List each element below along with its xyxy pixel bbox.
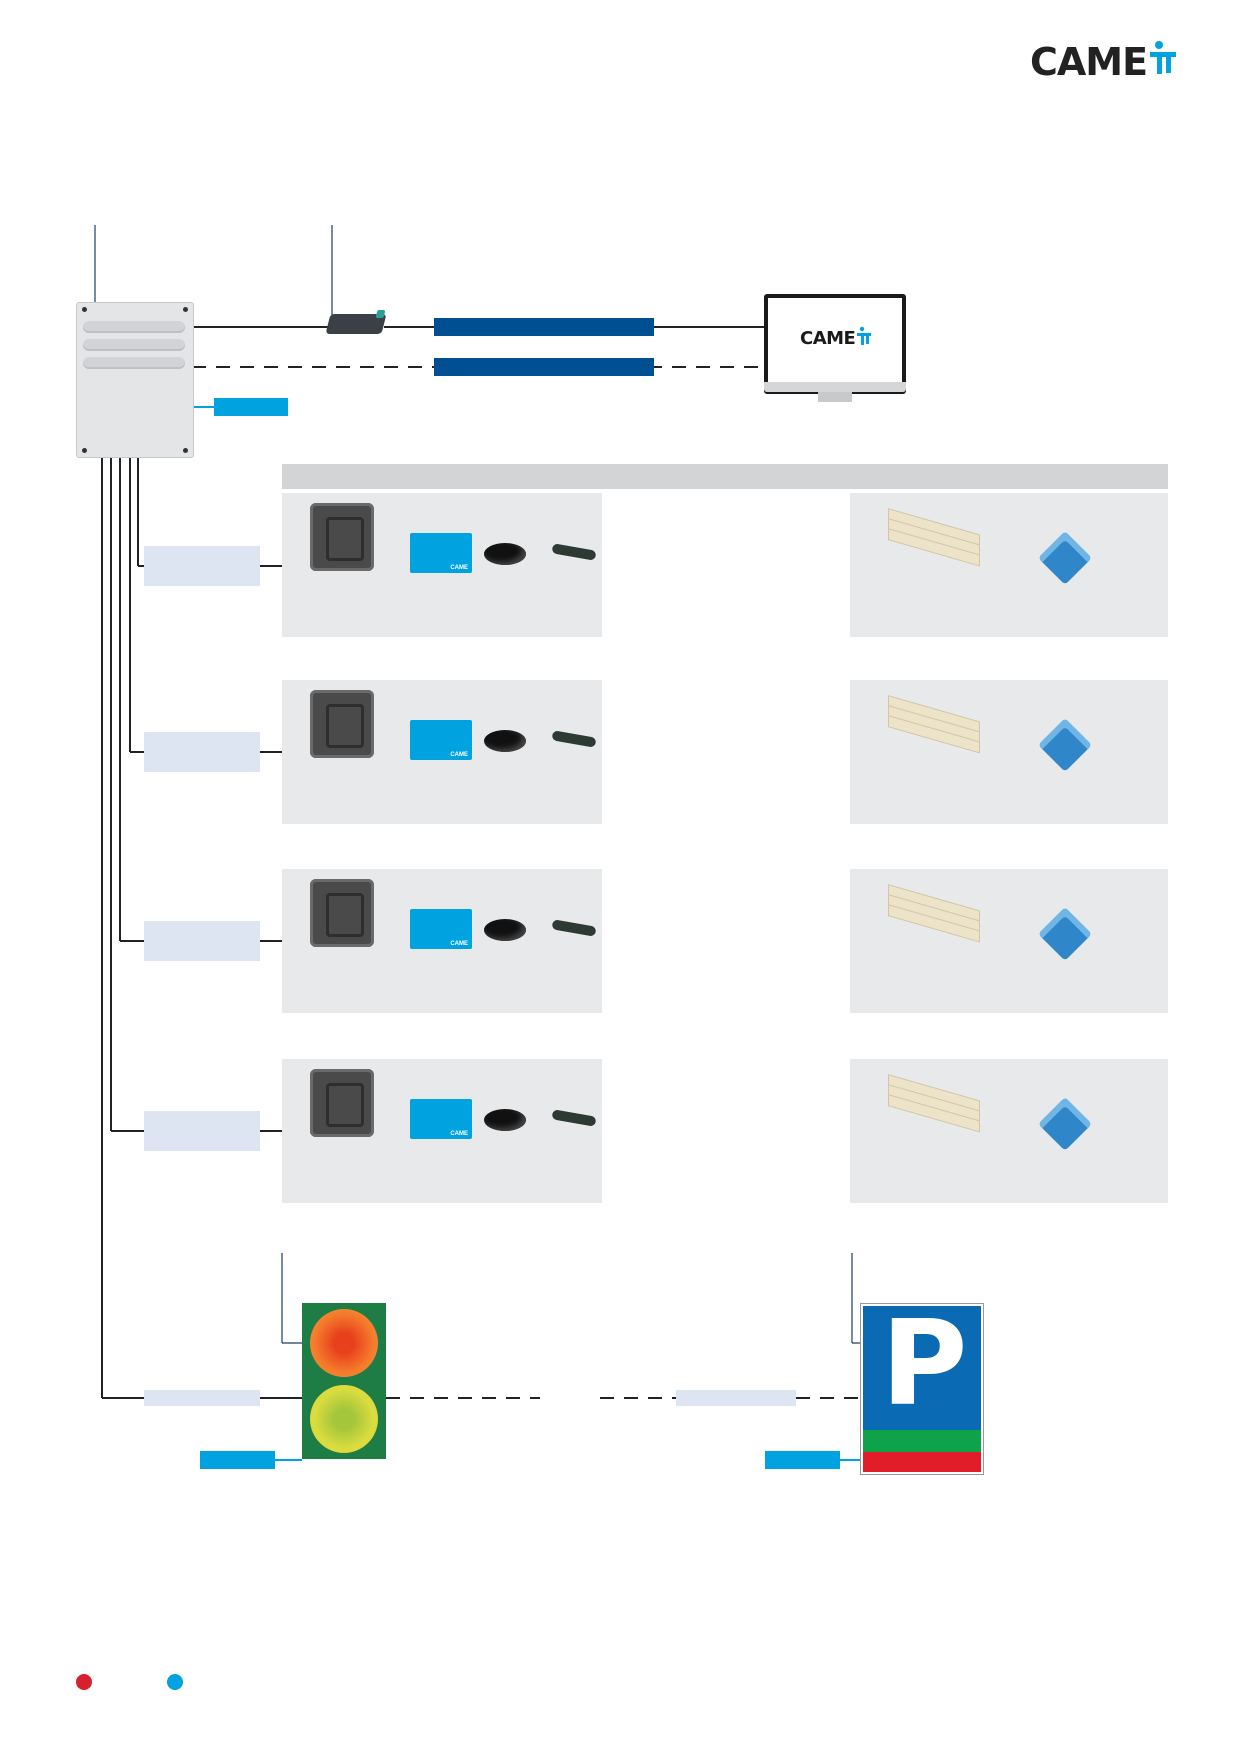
proximity-card: CAME <box>410 1099 472 1139</box>
proximity-card: CAME <box>410 533 472 573</box>
ticket-panel-4 <box>850 1059 1168 1203</box>
proximity-reader <box>310 1069 374 1137</box>
reader-panel-4: CAME <box>282 1059 602 1203</box>
parking-sign-green-band <box>863 1430 981 1452</box>
management-pc-monitor: CAME <box>764 294 906 394</box>
brand-logo: CAME <box>1030 40 1148 84</box>
ticket-panel-3 <box>850 869 1168 1013</box>
reader-label-box-3 <box>144 921 260 961</box>
ticket-stack <box>888 884 980 943</box>
keyfob <box>551 1109 597 1127</box>
parking-sign-blue-tag <box>765 1451 840 1469</box>
traffic-light-red-lamp <box>310 1309 378 1377</box>
reader-panel-2: CAME <box>282 680 602 824</box>
traffic-light-blue-tag <box>200 1451 275 1469</box>
section-header-strip <box>282 464 1168 489</box>
network-bar-serial <box>434 358 654 376</box>
ticket-stack <box>888 695 980 754</box>
keyfob <box>551 919 597 937</box>
proximity-tag <box>484 919 526 941</box>
proximity-card: CAME <box>410 720 472 760</box>
monitor-logo-text: CAME <box>800 328 856 349</box>
reader-label-box-4 <box>144 1111 260 1151</box>
ticket-panel-1 <box>850 493 1168 637</box>
keyfob <box>551 730 597 748</box>
traffic-light <box>302 1303 386 1459</box>
proximity-tag <box>484 1109 526 1131</box>
monitor-stand <box>764 382 906 392</box>
parking-sign: P <box>860 1303 984 1475</box>
proximity-reader <box>310 690 374 758</box>
controller-unit <box>76 302 194 458</box>
traffic-light-green-lamp <box>310 1385 378 1453</box>
access-card <box>1038 907 1092 961</box>
access-card <box>1038 531 1092 585</box>
proximity-reader <box>310 879 374 947</box>
controller-blue-tag <box>214 398 288 416</box>
traffic-light-label-box <box>144 1390 260 1406</box>
proximity-tag <box>484 543 526 565</box>
brand-mark-icon <box>1150 41 1176 74</box>
reader-label-box-1 <box>144 546 260 586</box>
proximity-tag <box>484 730 526 752</box>
parking-sign-red-band <box>863 1452 981 1472</box>
parking-sign-letter: P <box>881 1294 968 1432</box>
ticket-panel-2 <box>850 680 1168 824</box>
proximity-reader <box>310 503 374 571</box>
access-card <box>1038 1097 1092 1151</box>
network-bar-lan <box>434 318 654 336</box>
proximity-card: CAME <box>410 909 472 949</box>
keyfob <box>551 543 597 561</box>
access-card <box>1038 718 1092 772</box>
monitor-brand-mark-icon <box>857 326 871 345</box>
legend-dot-red <box>76 1674 92 1690</box>
parking-sign-label-box <box>676 1390 796 1406</box>
ticket-stack <box>888 1074 980 1133</box>
reader-panel-1: CAME <box>282 493 602 637</box>
reader-label-box-2 <box>144 732 260 772</box>
network-router <box>325 310 387 334</box>
reader-panel-3: CAME <box>282 869 602 1013</box>
ticket-stack <box>888 508 980 567</box>
legend-dot-blue <box>167 1674 183 1690</box>
